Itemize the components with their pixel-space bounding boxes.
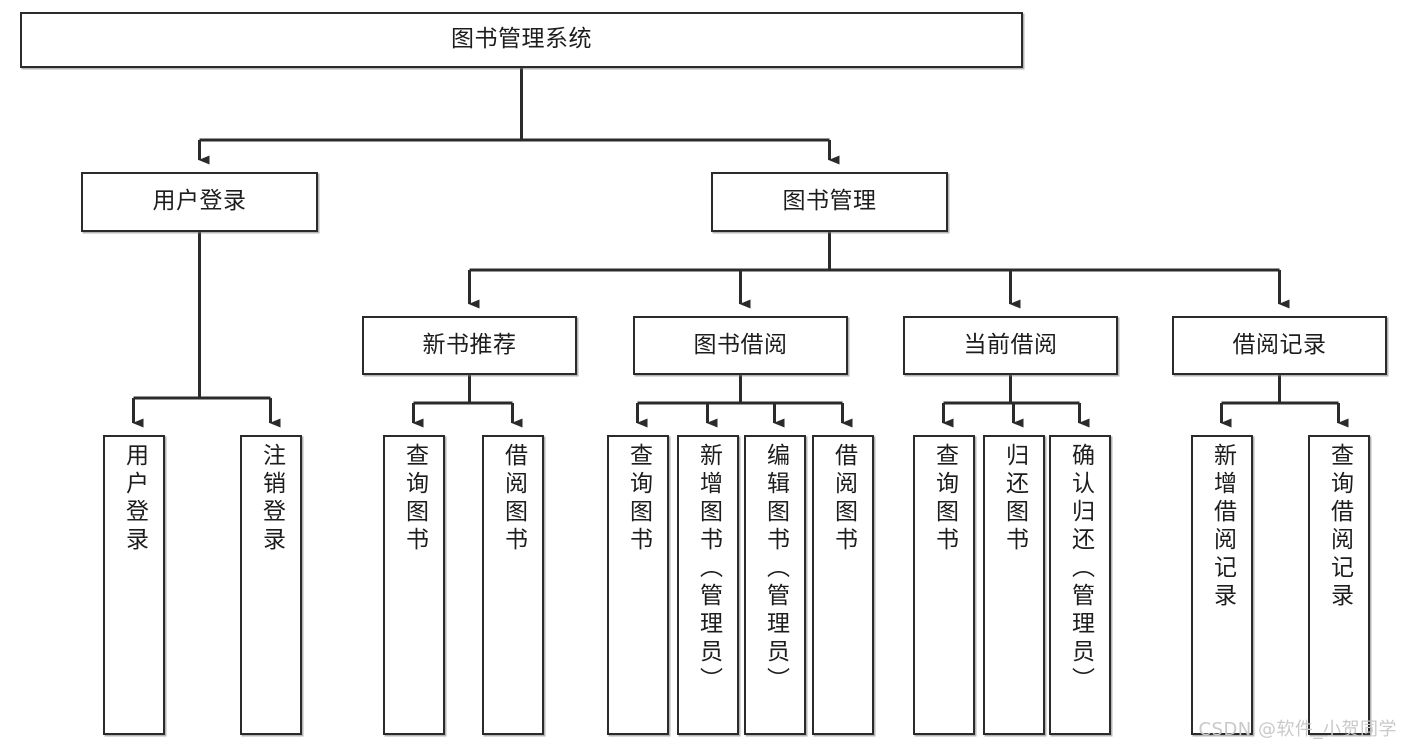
node-leaf-user-login-label: 用户登录	[121, 443, 148, 555]
node-new-book-recommend-label: 新书推荐	[422, 331, 517, 358]
node-leaf-add-book-label: 新增图书（管理员）	[695, 443, 722, 695]
node-book-borrow[interactable]: 图书借阅	[633, 316, 848, 375]
node-leaf-logout-label: 注销登录	[258, 443, 285, 555]
node-leaf-query-book-current-label: 查询图书	[931, 443, 958, 555]
node-leaf-edit-book-label: 编辑图书（管理员）	[762, 443, 789, 695]
node-leaf-query-book-current[interactable]: 查询图书	[913, 435, 975, 735]
node-leaf-confirm-return-label: 确认归还（管理员）	[1067, 443, 1094, 695]
node-leaf-return-book-label: 归还图书	[1001, 443, 1028, 555]
node-leaf-borrow-book-label: 借阅图书	[830, 443, 857, 555]
node-book-management-label: 图书管理	[782, 188, 877, 215]
node-leaf-query-borrow-record[interactable]: 查询借阅记录	[1308, 435, 1370, 735]
node-leaf-query-book-recommend-label: 查询图书	[401, 443, 428, 555]
node-book-borrow-label: 图书借阅	[693, 331, 788, 358]
node-leaf-borrow-book-recommend[interactable]: 借阅图书	[482, 435, 544, 735]
node-user-login[interactable]: 用户登录	[81, 172, 318, 232]
node-leaf-query-book-recommend[interactable]: 查询图书	[383, 435, 445, 735]
node-current-borrow[interactable]: 当前借阅	[903, 316, 1118, 375]
node-leaf-return-book[interactable]: 归还图书	[983, 435, 1045, 735]
node-user-login-label: 用户登录	[152, 188, 247, 215]
node-borrow-record[interactable]: 借阅记录	[1172, 316, 1387, 375]
node-root-label: 图书管理系统	[451, 26, 592, 53]
node-leaf-logout[interactable]: 注销登录	[240, 435, 302, 735]
node-leaf-borrow-book[interactable]: 借阅图书	[812, 435, 874, 735]
node-leaf-edit-book[interactable]: 编辑图书（管理员）	[744, 435, 806, 735]
watermark-text: CSDN @软件_小贺同学	[1198, 719, 1397, 740]
node-new-book-recommend[interactable]: 新书推荐	[362, 316, 577, 375]
node-book-management[interactable]: 图书管理	[711, 172, 948, 232]
node-leaf-user-login[interactable]: 用户登录	[103, 435, 165, 735]
node-leaf-query-book-borrow[interactable]: 查询图书	[607, 435, 669, 735]
node-current-borrow-label: 当前借阅	[963, 331, 1058, 358]
node-leaf-borrow-book-recommend-label: 借阅图书	[500, 443, 527, 555]
node-leaf-confirm-return[interactable]: 确认归还（管理员）	[1049, 435, 1111, 735]
node-leaf-add-book[interactable]: 新增图书（管理员）	[677, 435, 739, 735]
node-leaf-add-borrow-record[interactable]: 新增借阅记录	[1191, 435, 1253, 735]
node-leaf-add-borrow-record-label: 新增借阅记录	[1209, 443, 1236, 611]
node-root[interactable]: 图书管理系统	[20, 12, 1023, 68]
node-borrow-record-label: 借阅记录	[1232, 331, 1327, 358]
node-leaf-query-book-borrow-label: 查询图书	[625, 443, 652, 555]
node-leaf-query-borrow-record-label: 查询借阅记录	[1326, 443, 1353, 611]
